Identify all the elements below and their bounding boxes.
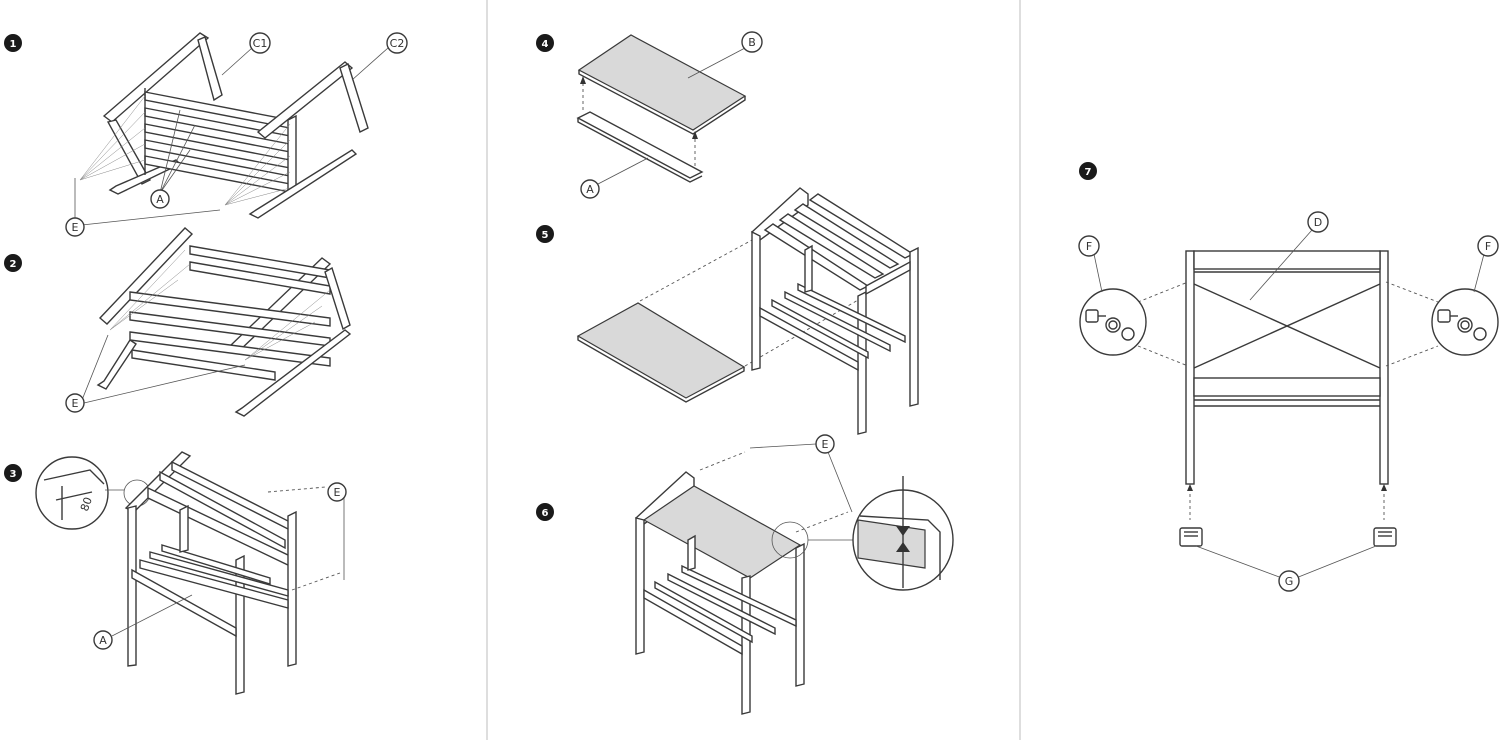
slats xyxy=(144,88,291,193)
hardware-detail-left xyxy=(1079,288,1147,356)
callout-label: E xyxy=(334,486,341,499)
callout-f xyxy=(1477,235,1499,257)
callout-label: G xyxy=(1285,575,1294,588)
step-number: 2 xyxy=(10,259,17,270)
table-with-top xyxy=(634,471,805,715)
step-1: 1 xyxy=(4,32,408,237)
callout-d xyxy=(1307,211,1329,233)
step-7: 7 xyxy=(1078,162,1499,592)
callout-label: B xyxy=(748,36,756,49)
callout-g xyxy=(1278,570,1300,592)
callout-e xyxy=(327,482,347,502)
rear-frame xyxy=(1185,250,1389,485)
step-number: 3 xyxy=(10,469,17,480)
step-4: 4 B A xyxy=(536,31,763,199)
step-badge xyxy=(536,503,554,521)
callout-label: A xyxy=(586,183,594,196)
callout-label: F xyxy=(1086,240,1092,253)
screw-lines xyxy=(109,249,331,361)
side-frame-c2 xyxy=(248,61,369,219)
callout-e xyxy=(815,434,835,454)
foot-left xyxy=(1179,527,1203,547)
callout-label: D xyxy=(1314,216,1322,229)
callout-b xyxy=(741,31,763,53)
step-badge xyxy=(536,34,554,52)
callout-c1 xyxy=(249,32,271,54)
callout-a xyxy=(93,630,113,650)
step-number: 5 xyxy=(542,230,549,241)
callout-label: F xyxy=(1485,240,1491,253)
callout-label: C1 xyxy=(253,37,268,50)
foot-right xyxy=(1373,527,1397,547)
step-number: 6 xyxy=(542,508,549,519)
support-rail-a xyxy=(576,111,704,179)
step-badge xyxy=(536,225,554,243)
callout-label: E xyxy=(72,397,79,410)
detail-dimension: 80 xyxy=(78,495,95,513)
step-3: 3 80 E xyxy=(4,451,347,695)
detail-magnifier: 80 xyxy=(35,456,124,530)
callout-e xyxy=(65,393,85,413)
table-frame xyxy=(750,187,919,435)
step-number: 4 xyxy=(542,39,549,50)
callout-label: A xyxy=(156,193,164,206)
callout-label: C2 xyxy=(390,37,405,50)
step-number: 7 xyxy=(1085,167,1092,178)
callout-label: A xyxy=(99,634,107,647)
callout-a xyxy=(150,189,170,209)
inverted-frame xyxy=(96,227,352,417)
callout-label: E xyxy=(72,221,79,234)
detail-magnifier xyxy=(852,476,954,591)
step-5: 5 xyxy=(536,187,919,435)
step-badge xyxy=(4,254,22,272)
screw-lines xyxy=(79,95,291,206)
step-badge xyxy=(4,464,22,482)
callout-f xyxy=(1078,235,1100,257)
assembled-table xyxy=(123,451,297,695)
step-2: 2 E xyxy=(4,227,352,417)
callout-c2 xyxy=(386,32,408,54)
callout-a xyxy=(580,179,600,199)
callout-label: E xyxy=(822,438,829,451)
callout-e xyxy=(65,217,85,237)
hardware-detail-right xyxy=(1431,288,1499,356)
step-6: 6 E xyxy=(536,434,954,715)
step-badge xyxy=(4,34,22,52)
step-number: 1 xyxy=(10,39,17,50)
step-badge xyxy=(1079,162,1097,180)
